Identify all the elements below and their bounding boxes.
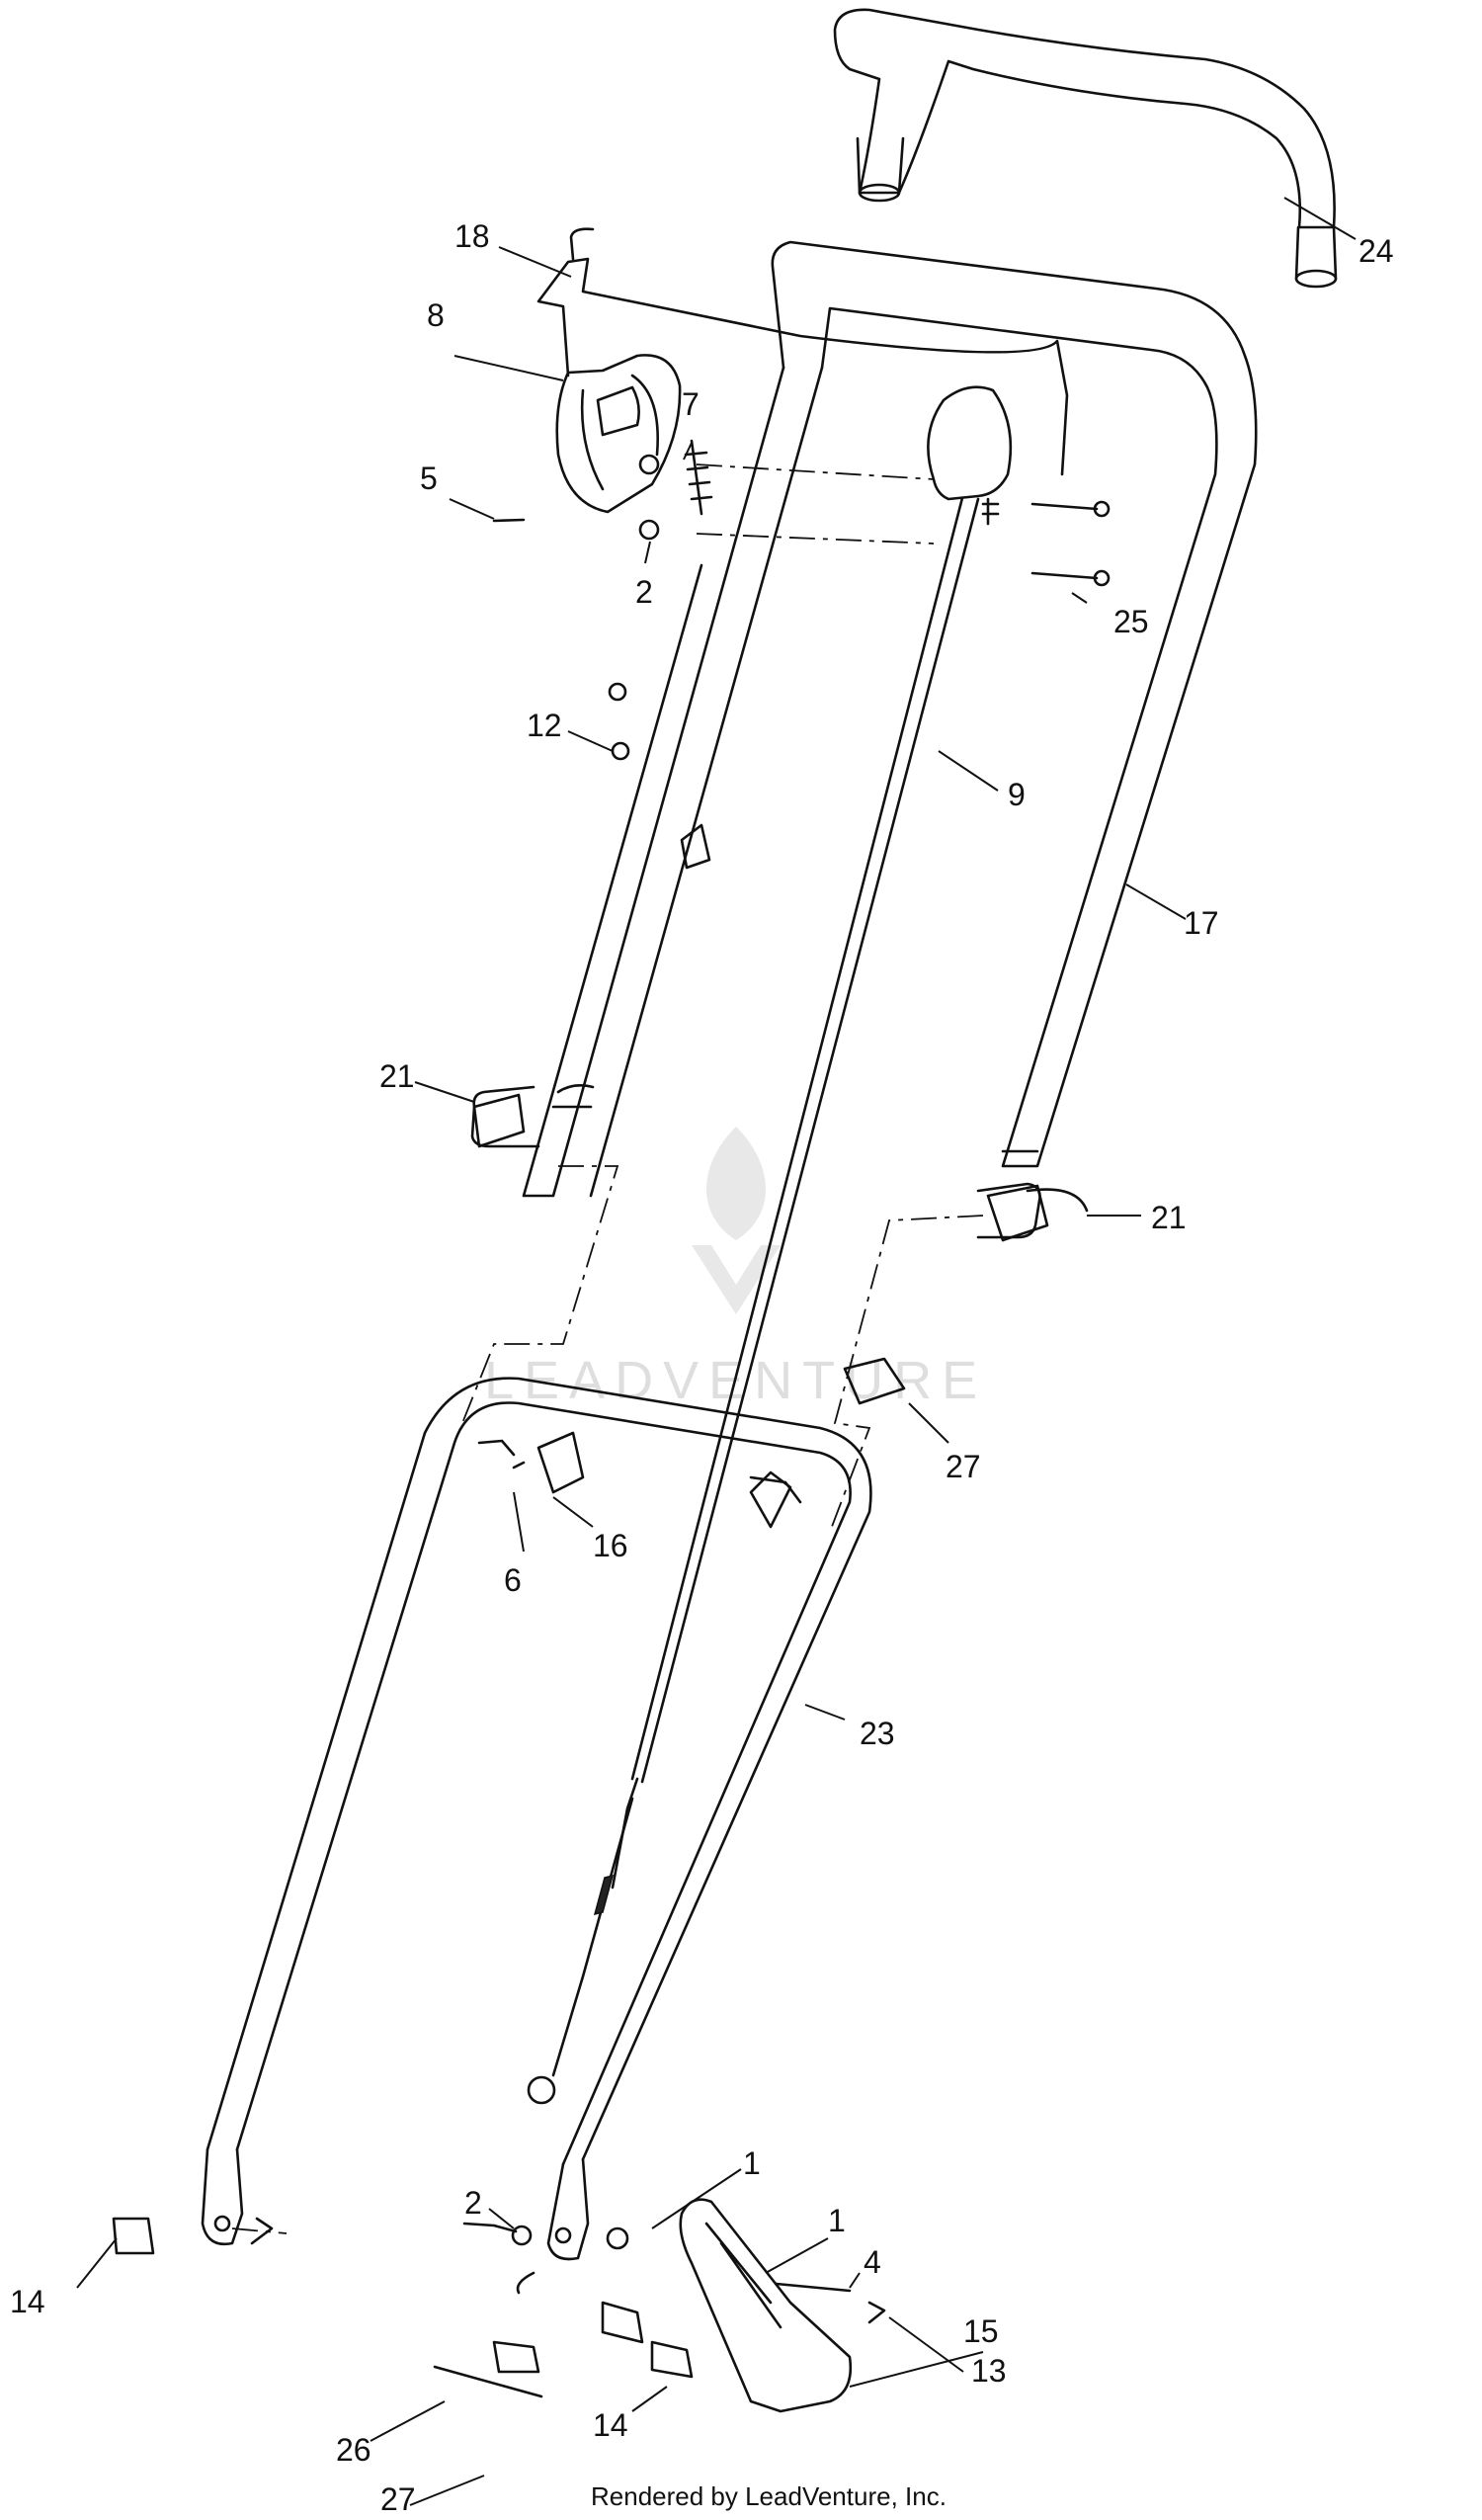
upper-handle	[833, 8, 1338, 289]
callout-27-lower: 27	[380, 2481, 416, 2517]
hardware	[112, 439, 1089, 2398]
callout-27-upper: 27	[946, 1449, 981, 1484]
cable-mount	[927, 385, 1111, 587]
callout-5: 5	[420, 461, 438, 496]
callout-12: 12	[527, 708, 562, 743]
callout-18: 18	[454, 218, 490, 254]
main-handle	[522, 240, 1258, 1198]
callout-1-right: 1	[828, 2203, 846, 2238]
callout-14-left: 14	[10, 2284, 45, 2319]
bail	[536, 227, 1069, 476]
callout-14-right: 14	[593, 2407, 628, 2443]
callout-16: 16	[593, 1528, 628, 1563]
brackets	[470, 1085, 1041, 1239]
control-cable	[527, 492, 980, 2105]
callout-2-upper: 2	[635, 574, 653, 610]
watermark-logo	[692, 1127, 781, 1314]
callout-23: 23	[860, 1716, 895, 1751]
footer-credit: Rendered by LeadVenture, Inc.	[591, 2481, 947, 2511]
control-housing	[555, 354, 682, 514]
callout-21-left: 21	[379, 1058, 415, 1094]
foot-pedal	[679, 2198, 853, 2413]
leader-lines	[76, 197, 1357, 2506]
callout-21-right: 21	[1151, 1200, 1187, 1235]
callout-24: 24	[1358, 233, 1394, 269]
callout-7: 7	[682, 386, 700, 422]
callout-25: 25	[1113, 604, 1149, 639]
callout-6: 6	[504, 1562, 522, 1598]
callout-26: 26	[336, 2432, 371, 2468]
callout-13: 13	[971, 2353, 1007, 2389]
callout-15: 15	[963, 2313, 999, 2349]
callout-9: 9	[1008, 777, 1026, 812]
callout-8: 8	[427, 297, 445, 333]
assembly-lines	[231, 463, 984, 2234]
lower-handle	[201, 1377, 872, 2261]
callout-2-lower: 2	[464, 2185, 482, 2221]
callout-1-left: 1	[743, 2145, 761, 2181]
callout-17: 17	[1184, 905, 1219, 941]
callout-4: 4	[864, 2244, 881, 2280]
